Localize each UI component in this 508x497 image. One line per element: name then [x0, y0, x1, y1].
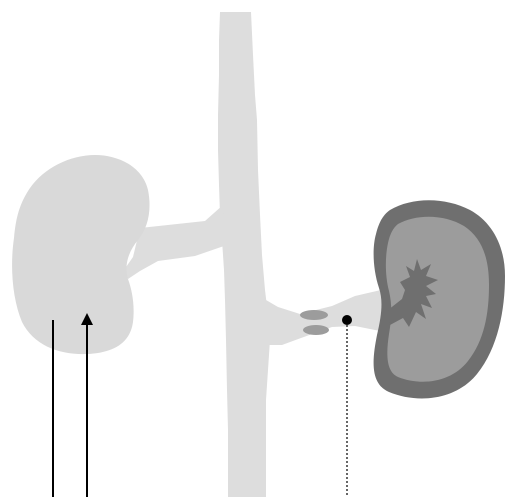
- left-organ: [12, 155, 149, 354]
- upper-vessel-oval: [300, 310, 328, 320]
- dot-marker-icon: [342, 315, 352, 325]
- lower-vessel-oval: [303, 325, 329, 335]
